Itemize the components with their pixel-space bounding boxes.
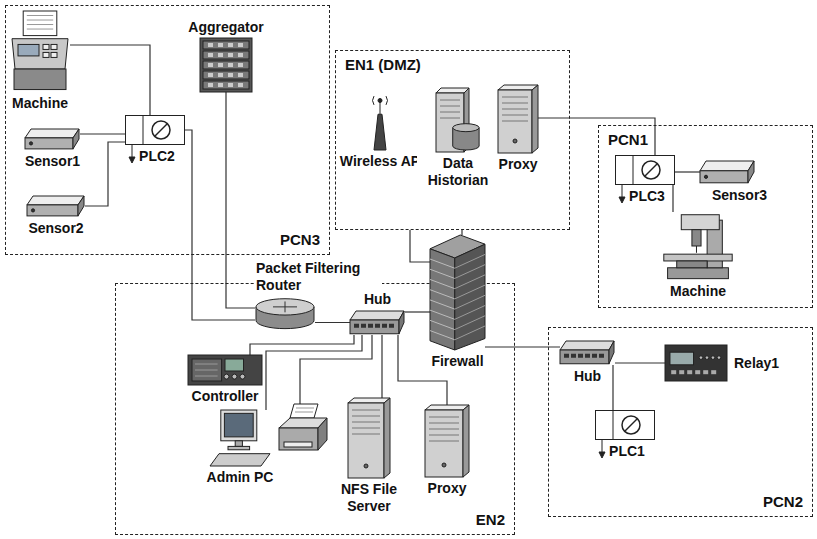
hub-symbol — [350, 310, 405, 335]
zone-label: EN1 (DMZ) — [344, 56, 422, 74]
device-node: Wireless AP — [368, 95, 392, 150]
network-link — [398, 335, 447, 405]
rack-symbol — [200, 38, 252, 92]
router-symbol — [255, 296, 315, 330]
network-zone: PCN1PLC3Sensor3Machine — [598, 125, 813, 308]
device-label: Aggregator — [187, 19, 264, 36]
network-link — [70, 45, 150, 115]
hub-symbol — [560, 340, 615, 365]
relay-symbol — [665, 345, 727, 381]
network-link — [410, 230, 430, 262]
device-node: Firewall — [430, 235, 485, 350]
device-label: PLC2 — [138, 148, 176, 165]
zone-label: PCN3 — [279, 231, 321, 249]
device-label: Sensor3 — [711, 187, 768, 204]
ctrl-symbol — [188, 355, 262, 385]
device-label: Hub — [573, 368, 602, 385]
device-node: Sensor1 — [25, 128, 80, 150]
zone-label: EN2 — [475, 511, 506, 529]
device-node: PLC2 — [125, 115, 185, 145]
device-label: Machine — [669, 283, 727, 300]
network-link — [185, 130, 255, 320]
network-link — [381, 335, 382, 398]
network-zone: EN1 (DMZ)Wireless APData HistorianProxy — [335, 50, 570, 230]
device-node: Machine — [10, 10, 70, 92]
device-node: Sensor2 — [27, 195, 85, 217]
device-label: Data Historian — [417, 155, 499, 189]
zone-label: PCN1 — [607, 131, 649, 149]
device-node: NFS File Server — [348, 398, 390, 478]
device-node: PLC1 — [595, 410, 655, 440]
device-node: PLC3 — [615, 155, 675, 185]
plc-symbol — [595, 410, 655, 440]
sensor-symbol — [700, 160, 755, 184]
device-label: Relay1 — [733, 355, 780, 372]
device-node: Controller — [188, 355, 262, 385]
network-link — [315, 322, 350, 323]
device-label: Wireless AP — [339, 153, 421, 170]
network-link — [266, 335, 362, 410]
pc-symbol — [210, 410, 270, 466]
printer-symbol — [279, 404, 327, 450]
device-label: Packet Filtering Router — [255, 260, 382, 294]
device-label: Sensor1 — [24, 153, 81, 170]
device-node: Machine — [660, 212, 736, 280]
device-label: Hub — [363, 291, 392, 308]
network-link — [675, 171, 700, 172]
device-label: Sensor2 — [27, 220, 84, 237]
zone-label: PCN2 — [762, 493, 804, 511]
device-node: Sensor3 — [700, 160, 755, 184]
plc-symbol — [125, 115, 185, 145]
firewall-symbol — [430, 235, 485, 350]
device-label: Firewall — [430, 353, 484, 370]
network-link — [672, 185, 673, 212]
ap-symbol — [368, 95, 392, 150]
device-label: NFS File Server — [328, 481, 410, 515]
device-label: Proxy — [427, 480, 468, 497]
device-node: Proxy — [425, 405, 469, 477]
printer-wire — [300, 335, 372, 404]
device-node: Aggregator — [200, 38, 252, 92]
network-link — [80, 133, 125, 134]
device-label: PLC1 — [608, 443, 646, 460]
server-symbol — [425, 405, 469, 477]
device-node: Admin PC — [210, 410, 270, 466]
fax-symbol — [10, 10, 70, 92]
network-link — [461, 230, 462, 235]
device-node: Relay1 — [665, 345, 727, 381]
sensor-symbol — [27, 195, 85, 217]
device-label: PLC3 — [628, 188, 666, 205]
network-link — [538, 118, 655, 155]
device-node: Hub — [560, 340, 615, 365]
network-link — [226, 92, 255, 308]
device-node: Data Historian — [436, 88, 480, 152]
device-node: Hub — [350, 310, 405, 335]
network-link — [612, 365, 613, 410]
device-node: Packet Filtering Router — [255, 296, 315, 330]
server-symbol — [348, 398, 390, 478]
network-link — [405, 311, 430, 312]
network-link — [615, 362, 665, 363]
device-label: Machine — [11, 95, 69, 112]
hist-symbol — [436, 88, 480, 152]
device-label: Admin PC — [206, 469, 275, 486]
network-zone: PCN3 MachineSensor1Sensor2 PLC2 Aggregator — [5, 5, 330, 255]
plc-symbol — [615, 155, 675, 185]
network-zone: EN2Packet Filtering RouterHubFirewallCon… — [115, 283, 515, 535]
network-zone: PCN2HubRelay1PLC1 — [548, 327, 813, 517]
network-link — [85, 142, 125, 206]
device-label: Proxy — [498, 156, 539, 173]
device-node: Proxy — [498, 85, 538, 153]
sensor-symbol — [25, 128, 80, 150]
device-label: Controller — [191, 388, 260, 405]
mill-symbol — [660, 212, 736, 280]
server-symbol — [498, 85, 538, 153]
